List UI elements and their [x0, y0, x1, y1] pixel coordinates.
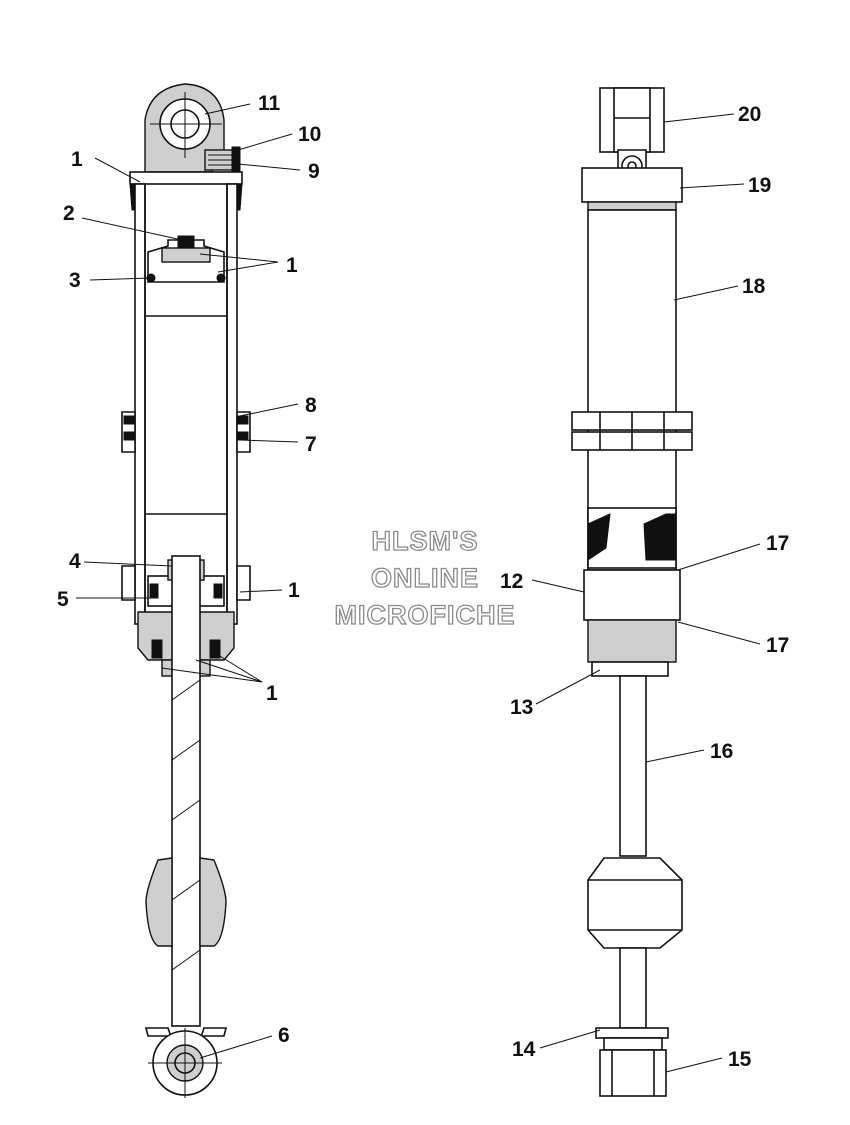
body-tube-right-wall — [226, 183, 238, 625]
left-section-view — [121, 83, 251, 1098]
leader-8 — [239, 403, 299, 417]
callout-1: 1 — [266, 682, 278, 705]
callout-7: 7 — [305, 433, 317, 456]
callout-16: 16 — [710, 740, 733, 763]
body-cap — [581, 167, 683, 203]
callout-labels: 11 10 9 1 2 1 3 8 7 4 5 1 1 6 20 19 18 1… — [57, 92, 789, 1071]
seal-head-oring-right — [209, 639, 221, 659]
leader-14 — [539, 1029, 601, 1049]
leader-lines — [76, 103, 761, 1073]
leader-3 — [89, 277, 151, 281]
spring-collar — [583, 569, 681, 621]
leader-1d-2 — [195, 659, 263, 683]
callout-5: 5 — [57, 588, 69, 611]
body-tube-left-wall — [134, 183, 146, 625]
leader-11 — [204, 103, 251, 115]
watermark-line-2: ONLINE — [371, 563, 479, 593]
leader-1c — [239, 589, 283, 593]
leader-9 — [237, 163, 301, 171]
callout-1: 1 — [286, 254, 298, 277]
piston-band-right — [236, 565, 251, 601]
leader-10 — [237, 133, 293, 151]
leader-12 — [531, 579, 585, 593]
callout-15: 15 — [728, 1048, 752, 1071]
callout-1: 1 — [288, 579, 300, 602]
leader-15 — [665, 1057, 723, 1073]
leader-17a — [677, 543, 761, 571]
callout-10: 10 — [298, 123, 321, 146]
callout-13: 13 — [510, 696, 533, 719]
watermark-line-3: MICROFICHE — [335, 600, 516, 630]
leader-7 — [239, 439, 299, 443]
callout-14: 14 — [512, 1038, 536, 1061]
callout-6: 6 — [278, 1024, 290, 1047]
leader-16 — [645, 749, 705, 763]
watermark-line-1: HLSM'S — [372, 526, 479, 556]
callout-19: 19 — [748, 174, 771, 197]
leader-6 — [199, 1035, 273, 1059]
bottom-washer — [595, 1027, 669, 1039]
leader-1d-3 — [161, 667, 263, 683]
piston-band-left — [121, 565, 136, 601]
callout-8: 8 — [305, 394, 317, 417]
callout-20: 20 — [738, 103, 761, 126]
leader-1a — [94, 157, 141, 183]
right-exterior-view — [571, 87, 693, 1097]
callout-11: 11 — [258, 92, 281, 115]
leader-20 — [663, 113, 735, 123]
bump-stop — [145, 857, 227, 947]
callout-2: 2 — [63, 202, 75, 225]
leader-1b-1 — [199, 253, 279, 263]
leader-17b — [677, 621, 761, 645]
bottom-clevis — [599, 1049, 667, 1097]
schrader-valve-cap — [231, 146, 241, 174]
body-cap-ring — [129, 171, 243, 185]
leader-1d-1 — [209, 649, 263, 683]
floating-piston-insert — [161, 247, 211, 263]
leader-18 — [673, 285, 739, 301]
bleed-screw — [177, 235, 195, 249]
callout-17: 17 — [766, 634, 789, 657]
callout-9: 9 — [308, 160, 320, 183]
piston-oring-right — [216, 273, 226, 283]
leader-13 — [535, 669, 601, 705]
callout-4: 4 — [69, 550, 81, 573]
damper-shaft — [171, 555, 201, 1027]
leader-19 — [679, 183, 745, 189]
exterior-bump-stop — [587, 857, 683, 949]
callout-18: 18 — [742, 275, 766, 298]
lower-body — [587, 619, 677, 663]
callout-3: 3 — [69, 269, 81, 292]
leader-1b-2 — [217, 261, 279, 273]
leader-4 — [83, 561, 173, 567]
seal-head-oring-left — [151, 639, 163, 659]
callout-17: 17 — [766, 532, 789, 555]
callout-1: 1 — [71, 148, 83, 171]
exterior-shaft — [619, 675, 647, 857]
watermark: HLSM'S ONLINE MICROFICHE — [334, 525, 516, 630]
callout-12: 12 — [500, 570, 523, 593]
leader-2 — [81, 217, 183, 241]
seal-cap — [591, 661, 669, 677]
